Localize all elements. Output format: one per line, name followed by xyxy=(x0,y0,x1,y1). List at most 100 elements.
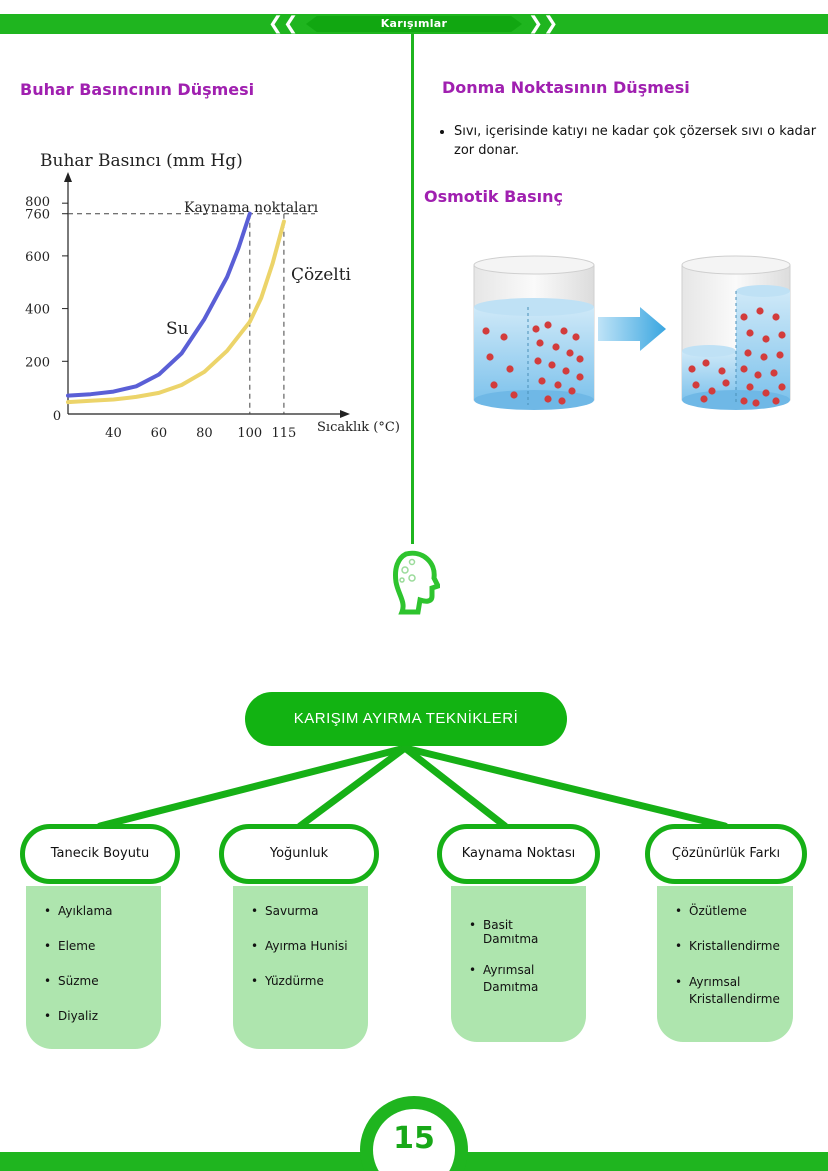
list-item: Ayırma Hunisi xyxy=(251,939,354,953)
list-item: Basit Damıtma xyxy=(469,918,572,946)
card-solubility: Özütleme Kristallendirme Ayrımsal Krista… xyxy=(657,886,793,1042)
solute-particle xyxy=(544,395,552,403)
list-item: Yüzdürme xyxy=(251,974,354,988)
solute-particle xyxy=(762,389,770,397)
y-axis-arrow xyxy=(64,172,72,182)
tick-label-origin: 0 xyxy=(53,409,61,424)
y-tick-label: 600 xyxy=(25,250,50,265)
solute-particle xyxy=(544,321,552,329)
solute-particle xyxy=(560,327,568,335)
solute-particle xyxy=(572,333,580,341)
solute-particle xyxy=(772,397,780,405)
solute-particle xyxy=(554,381,562,389)
solute-particle xyxy=(740,313,748,321)
y-tick-label: 200 xyxy=(25,355,50,370)
solute-particle xyxy=(568,387,576,395)
y-tick-label: 800 xyxy=(25,195,50,210)
solute-particle xyxy=(692,381,700,389)
solute-particle xyxy=(482,327,490,335)
page-number: 15 xyxy=(393,1121,435,1156)
list-item: Ayrımsal Damıtma xyxy=(469,962,572,996)
card-particle-size: Ayıklama Eleme Süzme Diyaliz xyxy=(26,886,161,1049)
list-item: Süzme xyxy=(44,974,147,988)
solute-particle xyxy=(776,351,784,359)
x-tick-label: 115 xyxy=(271,426,296,441)
solute-particle xyxy=(576,373,584,381)
category-solubility: Çözünürlük Farkı xyxy=(645,824,807,884)
osmosis-illustration xyxy=(473,255,791,410)
solute-particle xyxy=(708,387,716,395)
arrow-right-icon xyxy=(598,307,666,351)
x-tick-label: 80 xyxy=(196,426,213,441)
osmotic-pressure-title: Osmotik Basınç xyxy=(424,187,564,206)
solute-particle xyxy=(770,369,778,377)
solute-particle xyxy=(576,355,584,363)
x-tick-label: 100 xyxy=(237,426,262,441)
solute-particle xyxy=(552,343,560,351)
page-number-badge-inner xyxy=(373,1109,455,1171)
freezing-point-bullets: Sıvı, içerisinde katıyı ne kadar çok çöz… xyxy=(440,122,820,160)
x-tick-label: 40 xyxy=(105,426,122,441)
chevron-left-icon: ❮❮ xyxy=(268,13,299,34)
y-axis-label: Buhar Basıncı (mm Hg) xyxy=(40,151,243,171)
solute-particle xyxy=(532,325,540,333)
solute-particle xyxy=(760,353,768,361)
column-divider xyxy=(411,34,414,544)
head-logo-icon xyxy=(393,550,440,615)
list-item: Ayrımsal Kristallendirme xyxy=(675,974,780,1008)
solute-particle xyxy=(506,365,514,373)
card-boiling-point: Basit Damıtma Ayrımsal Damıtma xyxy=(451,886,586,1042)
beaker-after xyxy=(681,255,791,410)
solute-particles xyxy=(482,307,786,407)
x-tick-label: 60 xyxy=(151,426,168,441)
list-item: Özütleme xyxy=(675,904,779,918)
vapor-pressure-chart: Buhar Basıncı (mm Hg) Sıcaklık (°C) Kaynam… xyxy=(25,151,400,441)
solute-particle xyxy=(486,353,494,361)
solute-particle xyxy=(562,367,570,375)
series-label-cozelti: Çözelti xyxy=(291,265,352,285)
vapor-pressure-title: Buhar Basıncının Düşmesi xyxy=(20,80,255,99)
freezing-point-bullet: Sıvı, içerisinde katıyı ne kadar çok çöz… xyxy=(454,122,820,160)
solute-particle xyxy=(510,391,518,399)
solute-particle xyxy=(778,331,786,339)
freezing-point-title: Donma Noktasının Düşmesi xyxy=(442,78,690,97)
solute-particle xyxy=(722,379,730,387)
list-item: Eleme xyxy=(44,939,147,953)
series-line-su xyxy=(66,211,252,398)
solute-particle xyxy=(536,339,544,347)
category-boiling-point: Kaynama Noktası xyxy=(437,824,600,884)
x-axis-label: Sıcaklık (°C) xyxy=(317,420,400,435)
card-density: Savurma Ayırma Hunisi Yüzdürme xyxy=(233,886,368,1049)
solute-particle xyxy=(746,329,754,337)
y-tick-label: 760 xyxy=(25,208,50,223)
solute-particle xyxy=(558,397,566,405)
chevron-right-icon: ❯❯ xyxy=(528,13,559,34)
solute-particle xyxy=(752,399,760,407)
solute-particle xyxy=(762,335,770,343)
solute-particle xyxy=(538,377,546,385)
solute-particle xyxy=(566,349,574,357)
series-line-cozelti xyxy=(66,219,286,405)
y-tick-label: 400 xyxy=(25,303,50,318)
list-item: Ayıklama xyxy=(44,904,147,918)
solute-particle xyxy=(754,371,762,379)
solute-particle xyxy=(700,395,708,403)
list-item: Savurma xyxy=(251,904,354,918)
solute-particle xyxy=(756,307,764,315)
category-particle-size: Tanecik Boyutu xyxy=(20,824,180,884)
chart-annotation: Kaynama noktaları xyxy=(184,200,319,216)
solute-particle xyxy=(740,365,748,373)
solute-particle xyxy=(500,333,508,341)
mindmap-connectors xyxy=(96,744,729,830)
solute-particle xyxy=(688,365,696,373)
solute-particle xyxy=(548,361,556,369)
solute-particle xyxy=(534,357,542,365)
x-axis-arrow xyxy=(340,410,350,418)
solute-particle xyxy=(746,383,754,391)
solute-particle xyxy=(772,313,780,321)
header-title: Karışımlar xyxy=(380,17,448,30)
header-tab-inner xyxy=(306,16,522,32)
solute-particle xyxy=(744,349,752,357)
solute-particle xyxy=(740,397,748,405)
category-density: Yoğunluk xyxy=(219,824,379,884)
